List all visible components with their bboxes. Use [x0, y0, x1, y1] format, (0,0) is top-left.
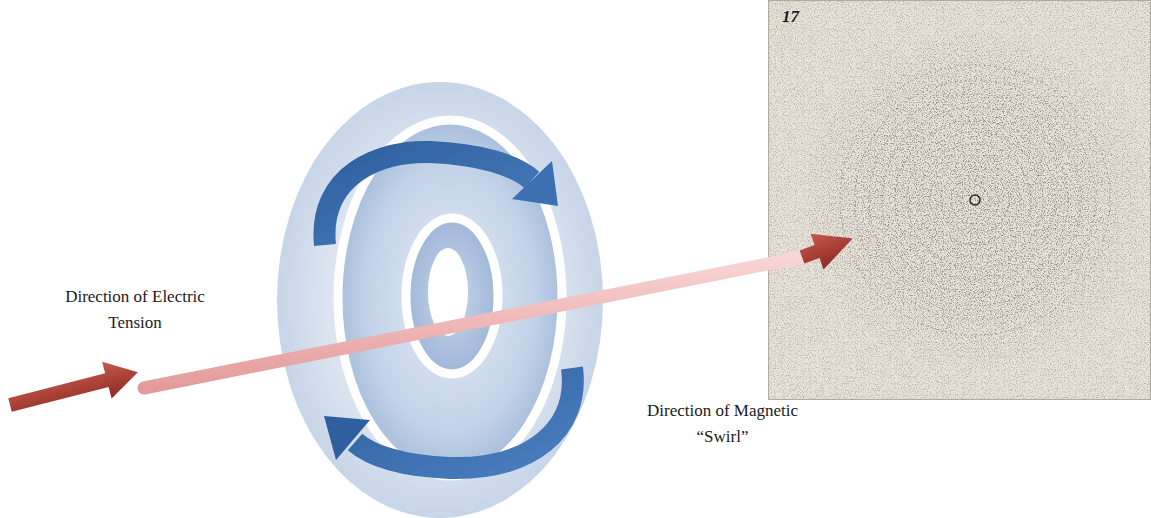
filing-rings — [840, 65, 1110, 335]
swirl-arrowhead-top — [512, 161, 558, 206]
inner-ring — [406, 218, 498, 374]
swirl-label-holder: Direction of Magnetic “Swirl” — [645, 398, 800, 449]
iron-filings — [768, 0, 1151, 400]
figure-number: 17 — [782, 4, 822, 30]
figure-number-holder: 17 — [782, 4, 822, 30]
swirl-label: Direction of Magnetic “Swirl” — [645, 398, 800, 449]
plate-border — [769, 1, 1151, 400]
wire-hole — [970, 195, 980, 205]
tension-arrow — [5, 221, 859, 424]
tension-arrow-left — [5, 354, 142, 424]
axis-label-holder: Direction of Electric Tension — [60, 284, 210, 335]
swirl-arrow-top — [324, 152, 532, 245]
swirl-arrow-bottom — [355, 368, 573, 468]
engraving-plate — [768, 0, 1151, 400]
plate-ground — [768, 0, 1151, 400]
swirl-arrowhead-bottom — [324, 416, 370, 460]
axis-label: Direction of Electric Tension — [60, 284, 210, 335]
tension-rod — [144, 256, 808, 388]
plate-grain — [768, 0, 1151, 400]
tension-arrow-right — [796, 221, 860, 275]
